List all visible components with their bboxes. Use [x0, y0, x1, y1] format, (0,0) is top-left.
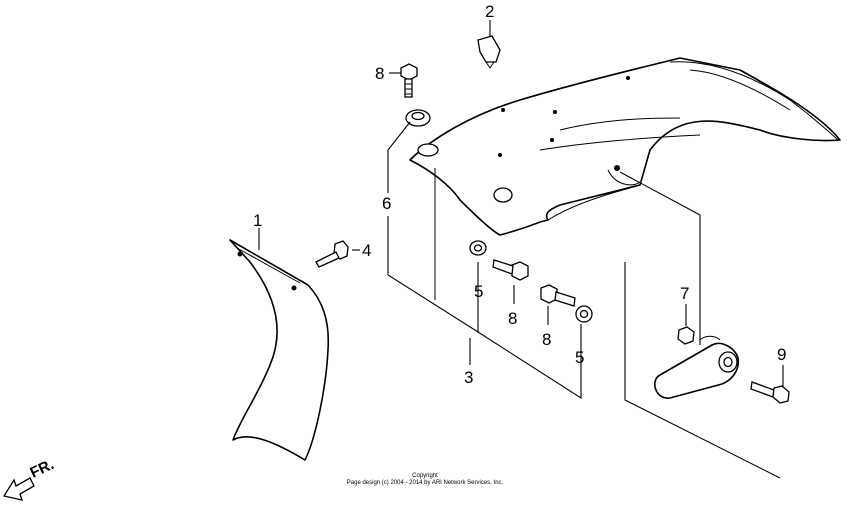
- callout-1: 1: [253, 211, 262, 230]
- bolt-top: [400, 63, 418, 98]
- callout-7: 7: [680, 284, 689, 303]
- callout-4: 4: [362, 241, 371, 260]
- callout-5a: 5: [474, 282, 483, 301]
- copyright-line-1: Copyright: [412, 473, 438, 479]
- bolt-left: [315, 240, 349, 268]
- leader-lines: [258, 20, 784, 479]
- callout-8a: 8: [375, 64, 384, 83]
- front-direction-arrow: FR.: [2, 456, 57, 501]
- callout-3: 3: [464, 368, 473, 387]
- callout-5b: 5: [575, 348, 584, 367]
- callout-6: 6: [382, 194, 391, 213]
- callout-2: 2: [485, 2, 494, 21]
- hardware-group: [469, 240, 593, 323]
- callout-8c: 8: [542, 330, 551, 349]
- clip: [477, 35, 501, 69]
- mud-flap: [229, 239, 330, 461]
- callout-8b: 8: [508, 309, 517, 328]
- grommet: [405, 109, 431, 127]
- arrow-icon: [2, 477, 35, 501]
- rear-fender: [409, 57, 841, 300]
- copyright-line-2: Page design (c) 2004 - 2014 by ARI Netwo…: [347, 480, 504, 486]
- callout-9: 9: [777, 345, 786, 364]
- direction-label: FR.: [28, 456, 57, 482]
- bracket: [654, 326, 790, 404]
